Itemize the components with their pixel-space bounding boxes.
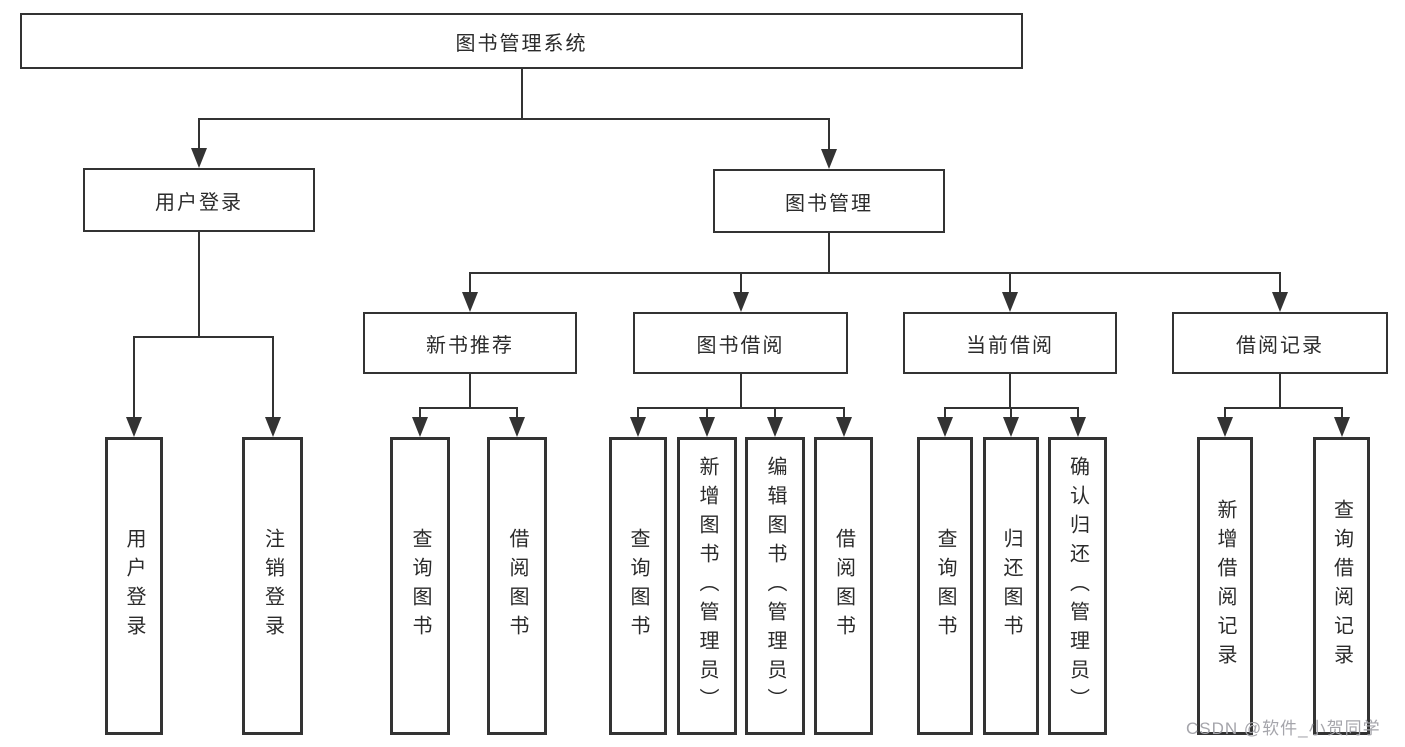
connector-shaft bbox=[1010, 407, 1012, 419]
connector-shaft bbox=[469, 272, 471, 294]
arrowhead-down-icon bbox=[699, 417, 715, 437]
arrowhead-down-icon bbox=[191, 148, 207, 168]
connector-stub bbox=[828, 233, 830, 274]
node-nbr-query: 查询图书 bbox=[390, 437, 450, 735]
connector-shaft bbox=[1340, 407, 1343, 419]
arrowhead-down-icon bbox=[835, 417, 852, 437]
connector-stub bbox=[198, 232, 200, 338]
arrowhead-down-icon bbox=[1272, 292, 1288, 312]
connector-shaft bbox=[133, 336, 135, 419]
connector-shaft bbox=[1009, 272, 1011, 294]
node-label-leaf-logout: 注销登录 bbox=[261, 528, 284, 644]
node-label-borrow-records: 借阅记录 bbox=[1236, 334, 1324, 357]
arrowhead-down-icon bbox=[509, 417, 525, 437]
node-bb-query: 查询图书 bbox=[609, 437, 667, 735]
connector-shaft bbox=[1279, 272, 1281, 294]
connector-shaft bbox=[739, 272, 742, 294]
node-label-cb-confirm: 确认归还（管理员） bbox=[1066, 455, 1089, 717]
arrowhead-down-icon bbox=[767, 417, 783, 437]
node-label-bb-query: 查询图书 bbox=[627, 528, 649, 644]
arrowhead-down-icon bbox=[1003, 417, 1019, 437]
node-leaf-user-login: 用户登录 bbox=[105, 437, 163, 735]
node-label-bb-borrow: 借阅图书 bbox=[832, 528, 855, 644]
connector-shaft bbox=[706, 407, 708, 419]
node-label-root: 图书管理系统 bbox=[455, 32, 588, 55]
arrowhead-down-icon bbox=[462, 292, 478, 312]
arrowhead-down-icon bbox=[412, 417, 428, 437]
connector-branch bbox=[637, 407, 845, 409]
node-label-leaf-user-login: 用户登录 bbox=[123, 528, 145, 644]
node-cb-return: 归还图书 bbox=[983, 437, 1039, 735]
connector-shaft bbox=[774, 407, 776, 419]
node-label-cb-return: 归还图书 bbox=[1000, 528, 1022, 644]
node-user-login: 用户登录 bbox=[83, 168, 315, 232]
watermark: CSDN @软件_小贺同学 bbox=[1186, 719, 1381, 738]
connector-shaft bbox=[516, 407, 518, 419]
connector-stub bbox=[469, 374, 471, 409]
arrowhead-down-icon bbox=[732, 292, 749, 312]
node-label-cb-query: 查询图书 bbox=[934, 528, 956, 644]
connector-branch bbox=[469, 272, 1281, 274]
connector-stub bbox=[739, 374, 742, 409]
connector-branch bbox=[133, 336, 274, 338]
node-label-book-borrow: 图书借阅 bbox=[696, 334, 785, 357]
connector-shaft bbox=[419, 407, 421, 419]
node-cb-query: 查询图书 bbox=[917, 437, 973, 735]
arrowhead-down-icon bbox=[1002, 292, 1018, 312]
node-label-user-login: 用户登录 bbox=[155, 191, 243, 214]
node-nbr-borrow: 借阅图书 bbox=[487, 437, 547, 735]
node-bb-edit: 编辑图书（管理员） bbox=[745, 437, 805, 735]
node-root: 图书管理系统 bbox=[20, 13, 1023, 69]
connector-shaft bbox=[198, 118, 200, 150]
node-bb-add: 新增图书（管理员） bbox=[677, 437, 737, 735]
node-label-book-mgmt: 图书管理 bbox=[785, 192, 873, 215]
node-current-borrow: 当前借阅 bbox=[903, 312, 1117, 374]
connector-shaft bbox=[842, 407, 845, 419]
connector-shaft bbox=[1224, 407, 1226, 419]
connector-stub bbox=[1009, 374, 1011, 409]
connector-branch bbox=[1224, 407, 1343, 409]
node-bb-borrow: 借阅图书 bbox=[814, 437, 873, 735]
arrowhead-down-icon bbox=[630, 417, 646, 437]
node-book-mgmt: 图书管理 bbox=[713, 169, 945, 233]
connector-branch bbox=[419, 407, 518, 409]
node-new-book-rec: 新书推荐 bbox=[363, 312, 577, 374]
arrowhead-down-icon bbox=[264, 417, 281, 437]
node-label-bb-add: 新增图书（管理员） bbox=[696, 455, 718, 717]
node-label-current-borrow: 当前借阅 bbox=[966, 334, 1054, 357]
arrowhead-down-icon bbox=[937, 417, 953, 437]
connector-shaft bbox=[637, 407, 639, 419]
node-label-nbr-query: 查询图书 bbox=[409, 528, 431, 644]
arrowhead-down-icon bbox=[821, 149, 837, 169]
node-leaf-logout: 注销登录 bbox=[242, 437, 303, 735]
connector-shaft bbox=[1076, 407, 1079, 419]
node-book-borrow: 图书借阅 bbox=[633, 312, 848, 374]
node-label-bb-edit: 编辑图书（管理员） bbox=[764, 455, 786, 717]
node-br-query: 查询借阅记录 bbox=[1313, 437, 1370, 735]
node-label-new-book-rec: 新书推荐 bbox=[426, 334, 514, 357]
node-borrow-records: 借阅记录 bbox=[1172, 312, 1388, 374]
node-label-br-query: 查询借阅记录 bbox=[1330, 499, 1353, 673]
arrowhead-down-icon bbox=[1069, 417, 1086, 437]
connector-shaft bbox=[828, 118, 830, 151]
connector-shaft bbox=[271, 336, 274, 419]
node-br-add: 新增借阅记录 bbox=[1197, 437, 1253, 735]
connector-stub bbox=[1279, 374, 1281, 409]
node-label-nbr-borrow: 借阅图书 bbox=[506, 528, 528, 644]
arrowhead-down-icon bbox=[1217, 417, 1233, 437]
arrowhead-down-icon bbox=[126, 417, 142, 437]
connector-branch bbox=[198, 118, 830, 120]
connector-stub bbox=[520, 69, 523, 120]
arrowhead-down-icon bbox=[1333, 417, 1350, 437]
node-cb-confirm: 确认归还（管理员） bbox=[1048, 437, 1107, 735]
node-label-br-add: 新增借阅记录 bbox=[1214, 499, 1236, 673]
connector-shaft bbox=[944, 407, 946, 419]
